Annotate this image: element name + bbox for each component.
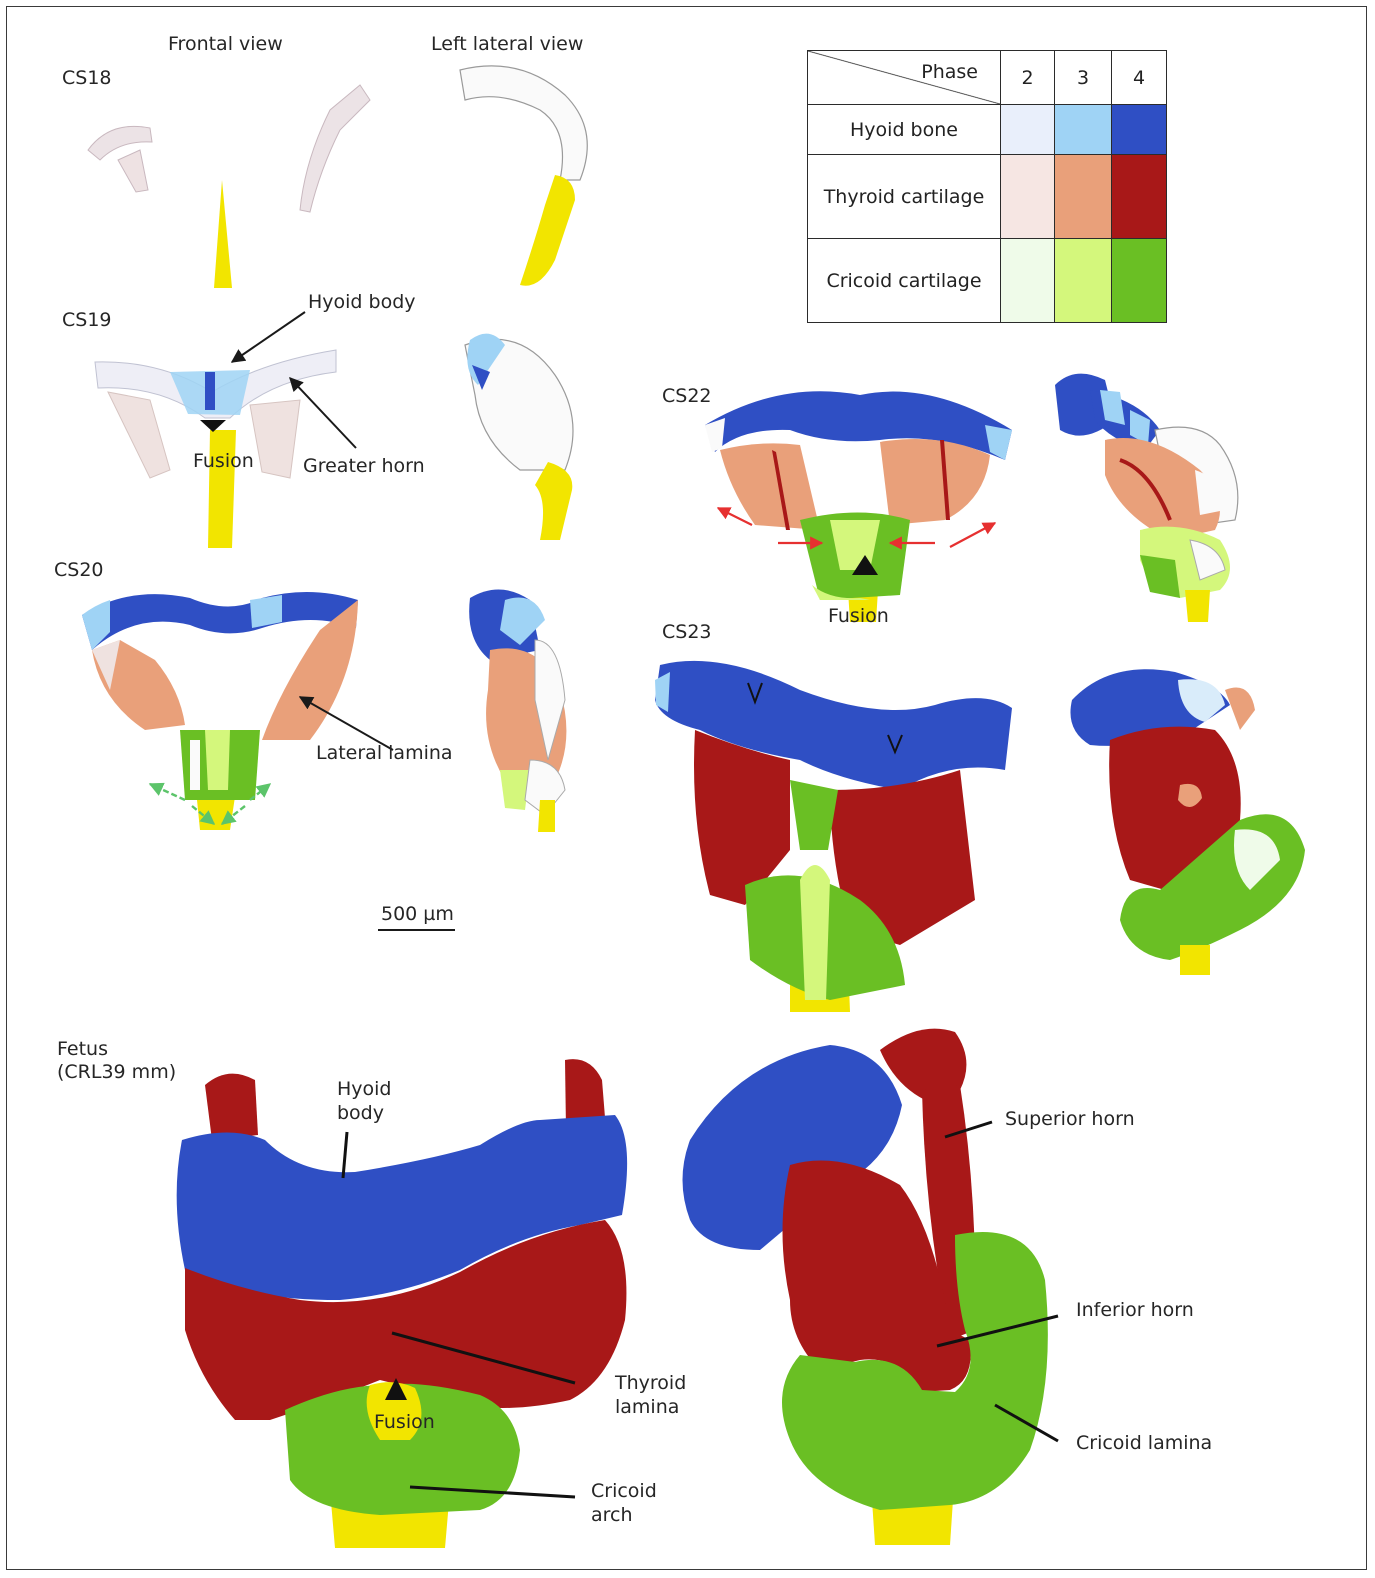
- cs23-frontal-model: [655, 661, 1012, 1012]
- inferior-horn-label: Inferior horn: [1076, 1298, 1194, 1322]
- frontal-view-label: Frontal view: [168, 32, 283, 56]
- greater-horn-label: Greater horn: [303, 454, 425, 478]
- cs20-lateral-model: [469, 589, 566, 832]
- legend-phase-4: 4: [1112, 51, 1167, 105]
- cricoid-lamina-label: Cricoid lamina: [1076, 1431, 1212, 1455]
- legend-phase-2: 2: [1001, 51, 1055, 105]
- cs22-fusion-label: Fusion: [828, 604, 889, 628]
- stage-label-cs19: CS19: [62, 308, 112, 332]
- lateral-lamina-label: Lateral lamina: [316, 741, 453, 765]
- cs23-lateral-model: [1070, 669, 1305, 975]
- superior-horn-label: Superior horn: [1005, 1107, 1135, 1131]
- hyoid-body-label: Hyoid body: [308, 290, 416, 314]
- cricoid-arch-label-line1: Cricoid: [591, 1479, 657, 1503]
- scale-bar-label: 500 µm: [381, 902, 454, 926]
- stage-label-cs20: CS20: [54, 558, 104, 582]
- legend-header-row: Phase 2 3 4: [808, 51, 1167, 105]
- fetus-hyoid-body-label-line2: body: [337, 1101, 384, 1125]
- legend-phase-3: 3: [1055, 51, 1112, 105]
- legend-row-hyoid: Hyoid bone: [808, 105, 1167, 155]
- greater-horn-arrow: [290, 378, 356, 448]
- legend-swatch: [1112, 239, 1167, 323]
- thyroid-lamina-label-line2: lamina: [615, 1395, 679, 1419]
- legend-swatch: [1112, 155, 1167, 239]
- legend-swatch: [1001, 105, 1055, 155]
- stage-label-fetus: Fetus: [57, 1037, 108, 1061]
- stage-label-cs23: CS23: [662, 620, 712, 644]
- cs18-frontal-model: [88, 85, 370, 288]
- legend-phase-header: Phase: [921, 61, 978, 83]
- legend-row-label: Thyroid cartilage: [808, 155, 1001, 239]
- cs22-frontal-model: [705, 391, 1012, 622]
- stage-label-cs22: CS22: [662, 384, 712, 408]
- fetus-lateral-model: [683, 1029, 1059, 1545]
- legend-swatch: [1112, 105, 1167, 155]
- cricoid-arch-label-line2: arch: [591, 1503, 633, 1527]
- legend-row-thyroid: Thyroid cartilage: [808, 155, 1167, 239]
- legend-swatch: [1001, 155, 1055, 239]
- legend-row-label: Hyoid bone: [808, 105, 1001, 155]
- cs18-lateral-model: [460, 66, 587, 286]
- stage-label-cs18: CS18: [62, 66, 112, 90]
- cs22-lateral-model: [1055, 374, 1238, 622]
- cs19-fusion-label: Fusion: [193, 449, 254, 473]
- fetus-frontal-model: [177, 1059, 627, 1548]
- legend-corner-cell: Phase: [808, 51, 1001, 105]
- cs20-frontal-model: [82, 592, 358, 830]
- phase-legend-table: Phase 2 3 4 Hyoid bone Thyroid cartilage…: [807, 50, 1167, 323]
- thyroid-lamina-label-line1: Thyroid: [615, 1371, 686, 1395]
- legend-swatch: [1055, 105, 1112, 155]
- fetus-hyoid-body-label-line1: Hyoid: [337, 1077, 392, 1101]
- stage-label-fetus-crl: (CRL39 mm): [57, 1060, 176, 1084]
- lateral-view-label: Left lateral view: [431, 32, 583, 56]
- legend-swatch: [1001, 239, 1055, 323]
- hyoid-body-arrow: [232, 312, 305, 362]
- legend-swatch: [1055, 239, 1112, 323]
- legend-row-label: Cricoid cartilage: [808, 239, 1001, 323]
- cs19-lateral-model: [465, 334, 573, 540]
- legend-swatch: [1055, 155, 1112, 239]
- legend-row-cricoid: Cricoid cartilage: [808, 239, 1167, 323]
- fetus-fusion-label: Fusion: [374, 1410, 435, 1434]
